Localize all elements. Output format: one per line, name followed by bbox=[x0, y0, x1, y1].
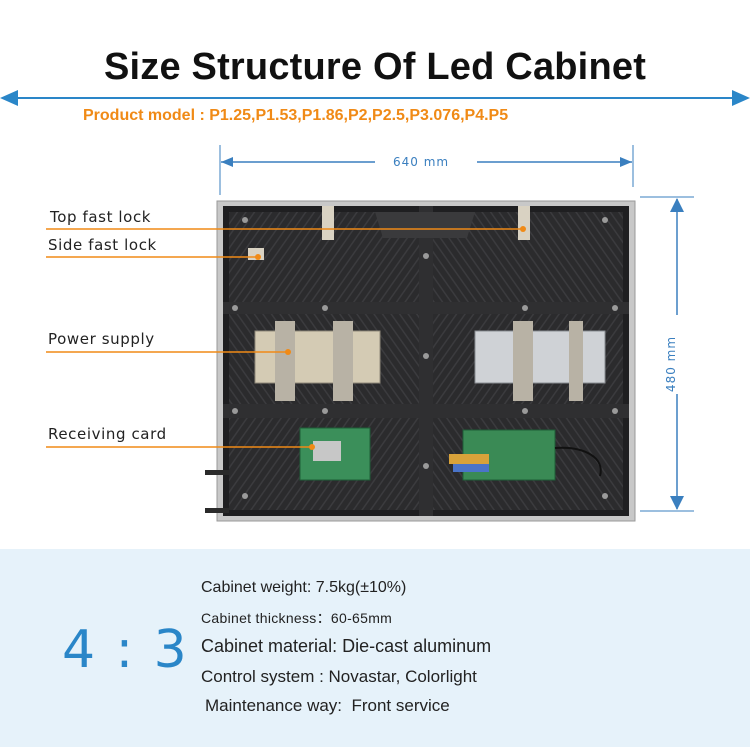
width-dimension bbox=[219, 145, 634, 195]
arrow-left-icon bbox=[0, 90, 18, 106]
receiving-card-label: Receiving card bbox=[48, 425, 167, 443]
arrow-right-icon bbox=[732, 90, 750, 106]
top-fast-lock-label: Top fast lock bbox=[50, 208, 152, 226]
spec-thickness: Cabinet thickness：60-65mm bbox=[201, 610, 393, 626]
side-fast-lock-label: Side fast lock bbox=[48, 236, 157, 254]
spec-panel bbox=[0, 549, 750, 747]
width-label: 640 mm bbox=[393, 155, 450, 169]
spec-maintenance: Maintenance way: Front service bbox=[205, 696, 450, 715]
spec-material: Cabinet material: Die-cast aluminum bbox=[201, 636, 492, 656]
product-model: Product model : P1.25,P1.53,P1.86,P2,P2.… bbox=[83, 107, 509, 124]
aspect-ratio: 4 : 3 bbox=[62, 620, 189, 680]
height-dimension bbox=[640, 196, 694, 512]
power-supply-label: Power supply bbox=[48, 330, 155, 348]
page-title: Size Structure Of Led Cabinet bbox=[103, 46, 647, 88]
cabinet-image bbox=[205, 200, 636, 522]
title-divider bbox=[0, 90, 750, 106]
spec-control: Control system : Novastar, Colorlight bbox=[201, 667, 477, 686]
spec-weight: Cabinet weight: 7.5kg(±10%) bbox=[201, 579, 407, 596]
